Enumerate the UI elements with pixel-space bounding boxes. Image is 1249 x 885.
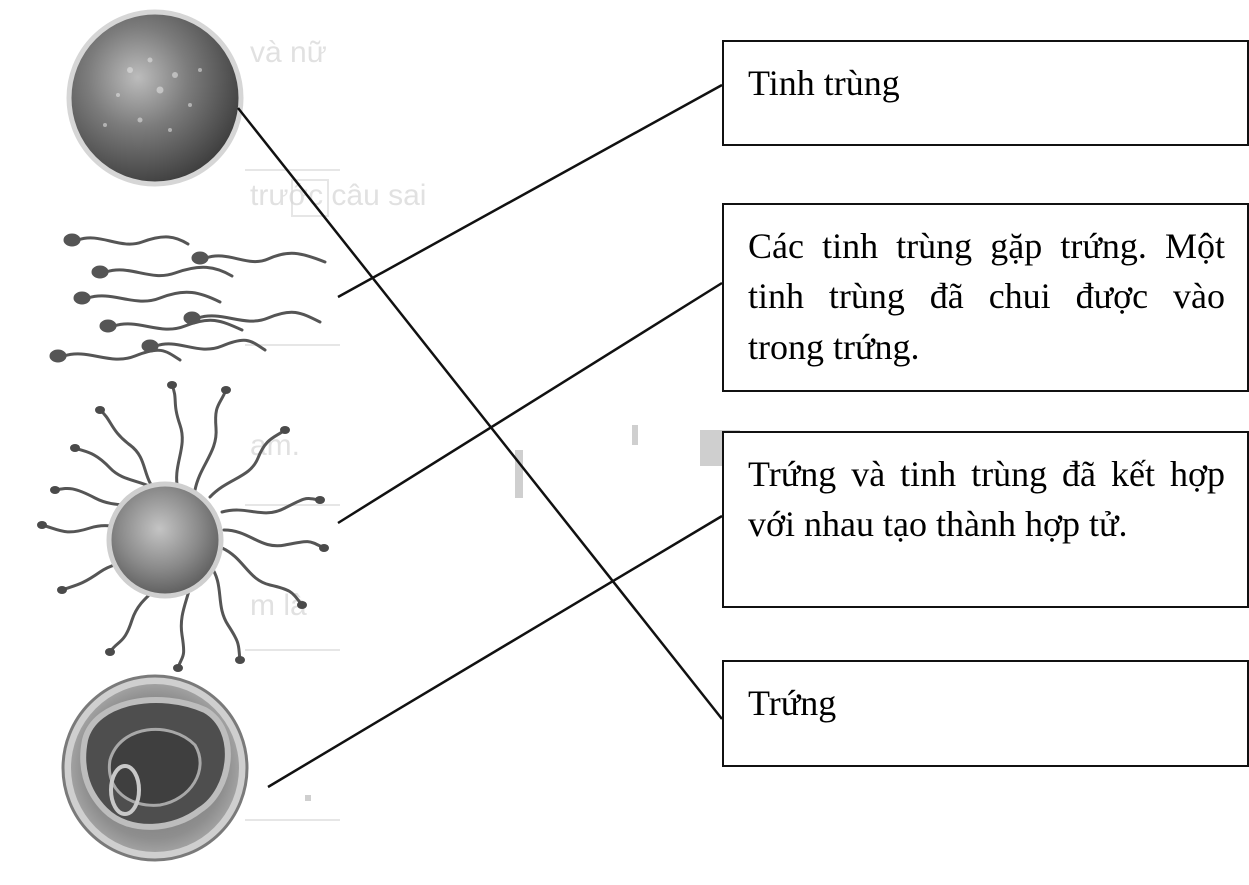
match-lines bbox=[237, 83, 723, 789]
fertilization-icon bbox=[37, 381, 329, 672]
svg-text:và nữ: và nữ bbox=[250, 36, 327, 69]
label-text: Các tinh trùng gặp trứng. Một tinh trùng… bbox=[748, 226, 1225, 367]
label-box-zygote-formed: Trứng và tinh trùng đã kết hợp với nhau … bbox=[722, 431, 1249, 608]
label-box-tinh-trung: Tinh trùng bbox=[722, 40, 1249, 146]
label-box-sperm-meets-egg: Các tinh trùng gặp trứng. Một tinh trùng… bbox=[722, 203, 1249, 392]
label-text: Trứng bbox=[748, 683, 837, 723]
sperm-cells-icon bbox=[49, 233, 327, 363]
label-text: Trứng và tinh trùng đã kết hợp với nhau … bbox=[748, 454, 1225, 545]
label-text: Tinh trùng bbox=[748, 63, 900, 103]
svg-text:trước câu sai: trước câu sai bbox=[250, 179, 426, 212]
line-fertilization-to-gap-trung bbox=[337, 281, 723, 525]
zygote-icon bbox=[61, 674, 249, 862]
line-egg-to-trung bbox=[237, 107, 723, 720]
line-zygote-to-hop-tu bbox=[267, 514, 723, 789]
line-sperm-to-tinh-trung bbox=[337, 83, 723, 299]
egg-cell-icon bbox=[66, 9, 244, 187]
label-box-trung: Trứng bbox=[722, 660, 1249, 767]
